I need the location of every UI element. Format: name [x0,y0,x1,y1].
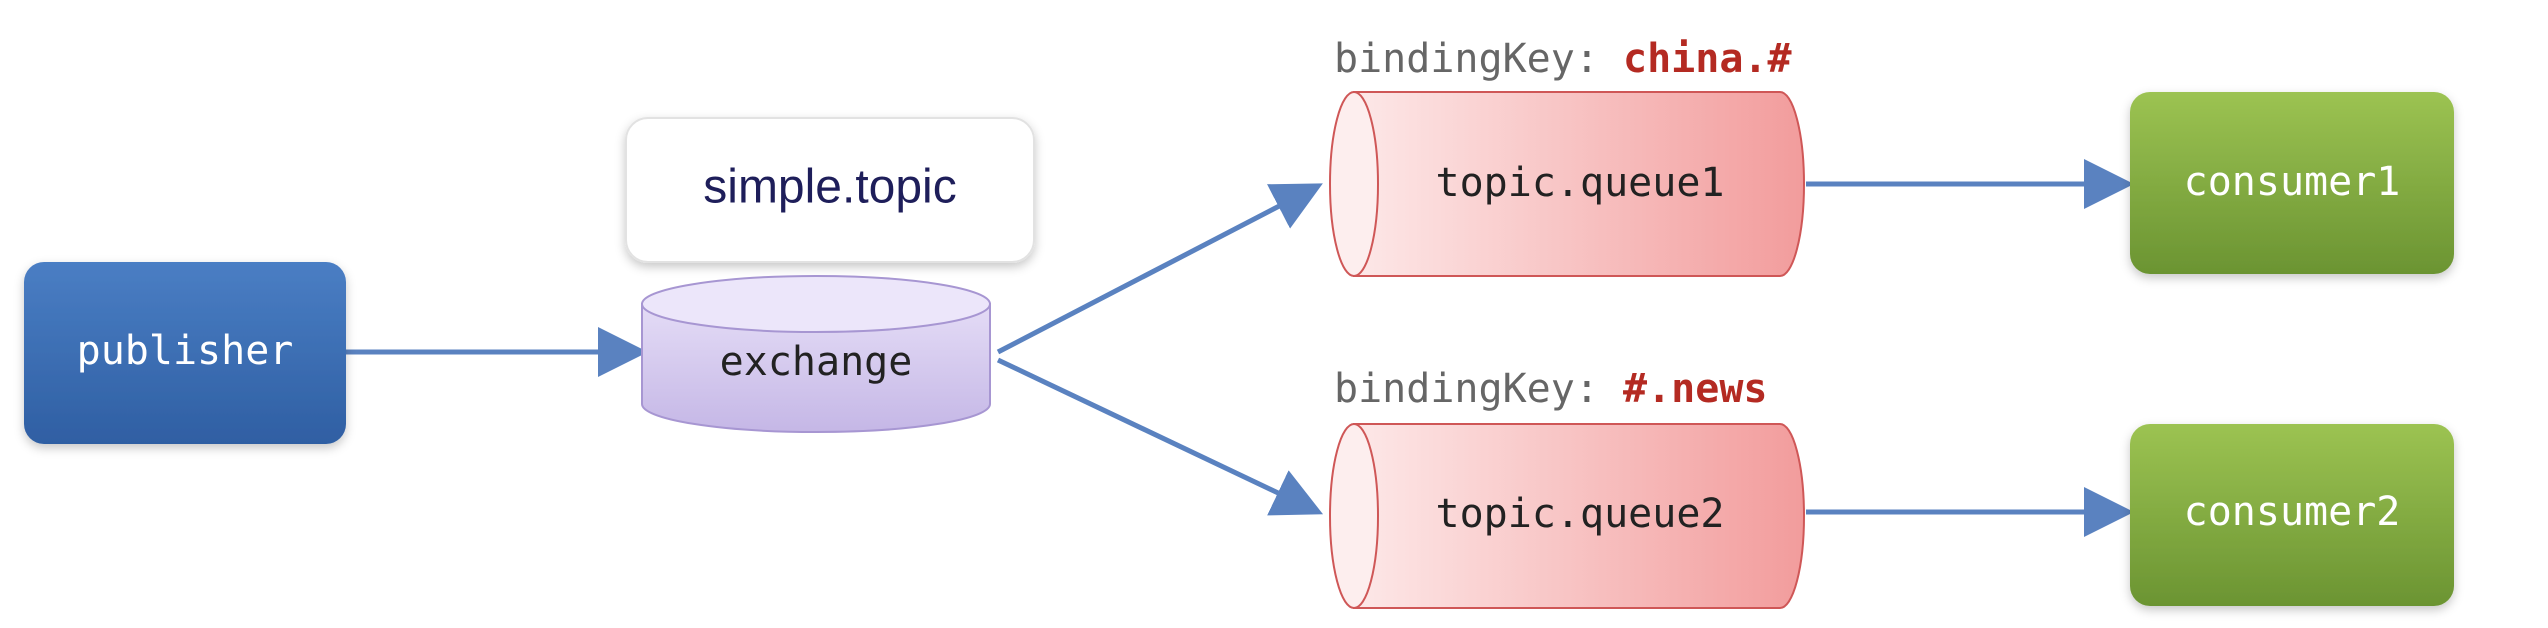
queue2-binding-key: bindingKey: #.news [1334,366,1767,412]
publisher-node[interactable]: publisher [24,262,346,444]
consumer1-node[interactable]: consumer1 [2130,92,2454,274]
queue1-binding-key: bindingKey: china.# [1334,36,1792,82]
arrows [346,159,2134,537]
queue2-binding-prefix: bindingKey: [1334,366,1623,412]
exchange-name-label: simple.topic [703,161,956,214]
queue1-binding-value: china.# [1623,36,1792,82]
queue2-label: topic.queue2 [1436,491,1725,537]
queue1-binding-prefix: bindingKey: [1334,36,1623,82]
arrow-exchange-to-queue1 [996,183,1323,355]
exchange-node[interactable]: exchange [641,275,991,433]
exchange-label: exchange [720,339,913,385]
arrow-exchange-to-queue2 [996,357,1324,516]
queue1-label: topic.queue1 [1436,160,1725,206]
consumer1-label: consumer1 [2184,159,2401,205]
consumer2-node[interactable]: consumer2 [2130,424,2454,606]
publisher-label: publisher [77,328,294,374]
queue2-binding-value: #.news [1623,366,1768,412]
consumer2-label: consumer2 [2184,489,2401,535]
exchange-name-tag: simple.topic [625,117,1035,263]
queue1-node[interactable]: topic.queue1 [1329,91,1805,277]
queue2-node[interactable]: topic.queue2 [1329,423,1805,609]
